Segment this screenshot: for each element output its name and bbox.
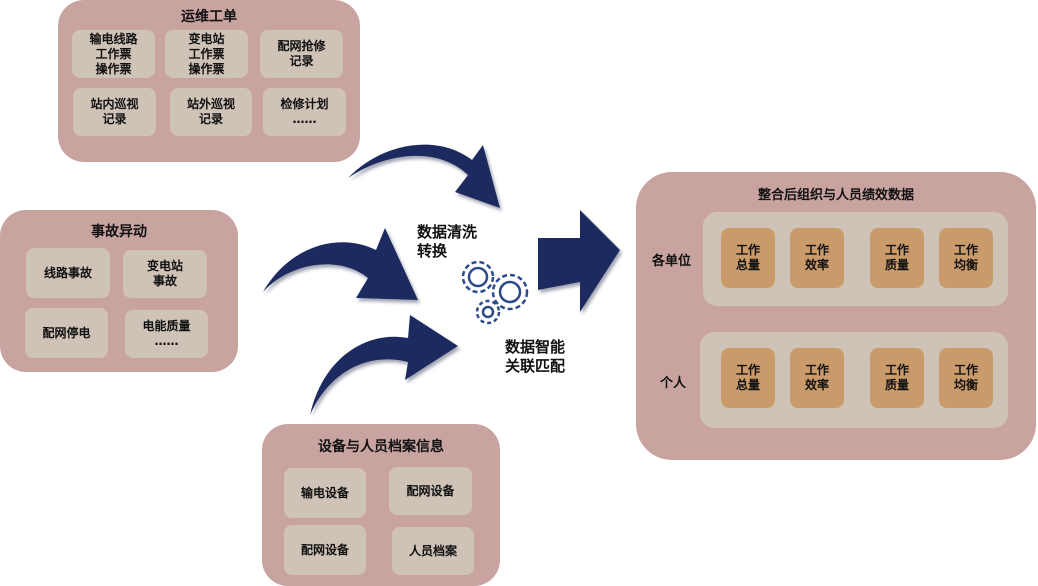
gears-icon <box>461 260 529 325</box>
metric-tile: 工作 质量 <box>870 348 924 408</box>
accident-item: 电能质量 …… <box>125 310 208 358</box>
ops-item: 站内巡视 记录 <box>73 88 156 136</box>
metric-tile: 工作 总量 <box>721 228 775 288</box>
accident-item: 线路事故 <box>26 248 110 298</box>
ops-item: 配网抢修 记录 <box>260 30 343 78</box>
accident-item: 配网停电 <box>25 308 108 358</box>
metric-tile: 工作 总量 <box>721 348 775 408</box>
row-label: 各单位 <box>652 254 692 269</box>
archive-item: 人员档案 <box>392 527 474 575</box>
archive-item: 输电设备 <box>284 468 366 518</box>
ops-item: 检修计划 …… <box>263 88 346 136</box>
ops-item: 变电站 工作票 操作票 <box>165 30 248 78</box>
metric-tile: 工作 效率 <box>790 348 844 408</box>
metric-tile: 工作 效率 <box>790 228 844 288</box>
arrow-middle <box>263 228 418 300</box>
metric-tile: 工作 均衡 <box>939 348 993 408</box>
row-label: 个人 <box>660 376 687 391</box>
result-group: 整合后组织与人员绩效数据 各单位 工作 总量 工作 效率 工作 质量 工作 均衡… <box>636 172 1036 460</box>
group-title: 整合后组织与人员绩效数据 <box>757 188 914 203</box>
arrow-bottom <box>310 315 458 415</box>
process-match-label: 数据智能 关联匹配 <box>505 338 566 375</box>
ops-item: 站外巡视 记录 <box>170 88 252 136</box>
archive-item: 配网设备 <box>389 467 472 515</box>
arrow-top <box>348 144 500 208</box>
ops-item: 输电线路 工作票 操作票 <box>72 30 155 78</box>
ops-workorder-group: 运维工单 输电线路 工作票 操作票 变电站 工作票 操作票 配网抢修 记录 站内… <box>58 0 360 162</box>
group-title: 设备与人员档案信息 <box>318 439 444 455</box>
accident-item: 变电站 事故 <box>123 250 207 298</box>
arrow-right <box>538 210 620 312</box>
metric-tile: 工作 质量 <box>870 228 924 288</box>
archive-group: 设备与人员档案信息 输电设备 配网设备 配网设备 人员档案 <box>262 424 500 586</box>
archive-item: 配网设备 <box>284 525 366 575</box>
process-clean-label: 数据清洗 转换 <box>417 223 478 260</box>
group-title: 事故异动 <box>91 224 147 240</box>
accident-group: 事故异动 线路事故 变电站 事故 配网停电 电能质量 …… <box>0 210 238 372</box>
group-title: 运维工单 <box>181 9 237 25</box>
metric-tile: 工作 均衡 <box>939 228 993 288</box>
